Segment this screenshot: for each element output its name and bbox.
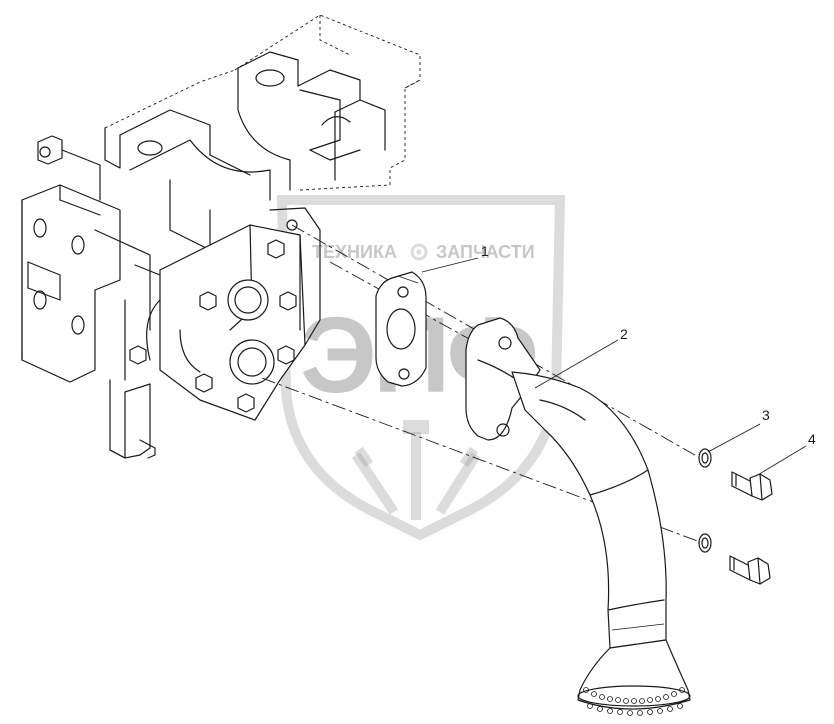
callout-label: 1 [481, 243, 489, 259]
bolt-part-4-upper [731, 471, 773, 501]
gear-icon [410, 243, 428, 261]
watermark-text-left: ТЕХНИКА [312, 242, 397, 262]
callout-label: 2 [620, 326, 628, 342]
callout-2: 2 [534, 326, 628, 389]
gasket-part-1 [375, 271, 427, 387]
wheat-icon [351, 420, 481, 520]
watermark-text-right: ЗАПЧАСТИ [436, 242, 535, 262]
suction-pipe-part-2 [465, 317, 691, 716]
engine-block-housing [21, 14, 421, 459]
bolt-part-4-lower [729, 555, 771, 585]
callout-label: 4 [808, 431, 816, 447]
washer-part-3-lower [698, 533, 712, 553]
washer-part-3-upper [698, 448, 712, 468]
callout-label: 3 [762, 407, 770, 423]
callout-3: 3 [707, 407, 770, 453]
pump-bolt-heads [129, 239, 297, 413]
strainer-holes [583, 687, 685, 716]
callout-4: 4 [755, 431, 816, 477]
callout-1: 1 [421, 243, 489, 273]
